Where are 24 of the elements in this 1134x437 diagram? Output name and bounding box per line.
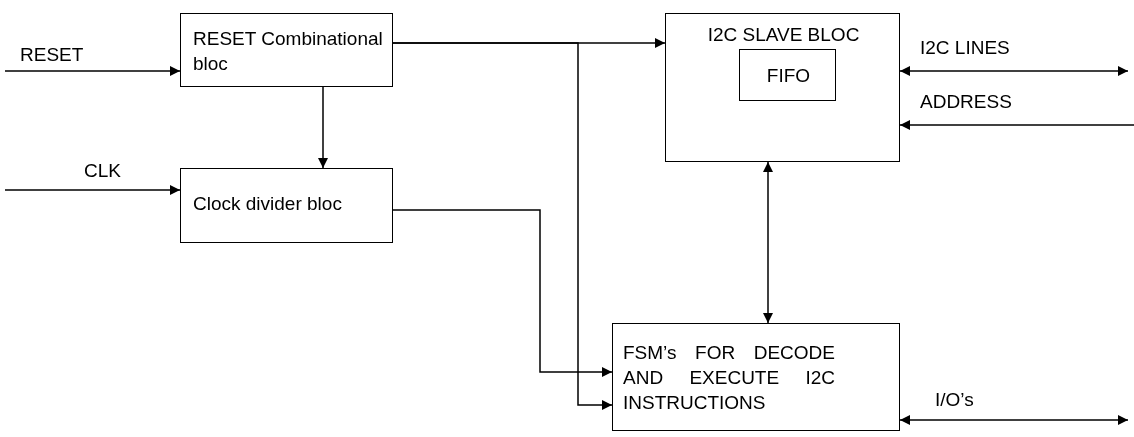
arrow [318,86,328,169]
signal-label: I/O’s [935,389,974,411]
block-label: Clock divider bloc [193,192,343,216]
block-box [665,13,900,162]
block-box [612,323,900,431]
arrow [899,66,1129,76]
arrow [899,120,1134,130]
arrow [392,42,613,410]
block-label: FIFO [765,64,812,88]
arrow [763,161,773,324]
arrow [4,66,181,76]
inner-block-box [739,49,836,101]
block-label: RESET Combinational bloc [193,27,384,76]
block-box [180,13,393,87]
arrow [392,209,613,377]
signal-label: ADDRESS [920,91,1012,113]
signal-label: I2C LINES [920,37,1010,59]
block-label: FSM’s FOR DECODE AND EXECUTE I2C INSTRUCTIONS [623,341,835,415]
arrow [899,415,1129,425]
block-label: I2C SLAVE BLOC [706,23,861,47]
block-box [180,168,393,243]
arrow [4,185,181,195]
signal-label: CLK [84,160,121,182]
signal-label: RESET [20,44,84,66]
